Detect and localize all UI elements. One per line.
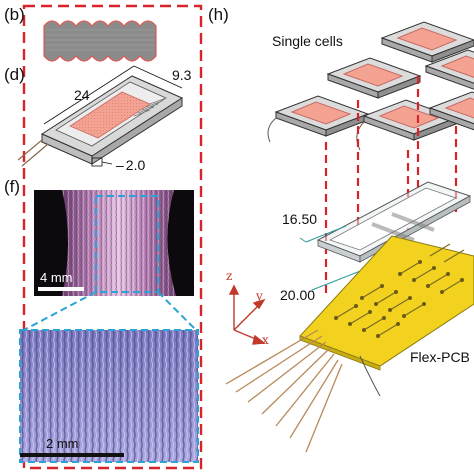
axis-label-x: x (262, 333, 269, 347)
wavy-textured-strip (43, 20, 157, 62)
dimension-spacing-x: 16.50 (282, 211, 318, 227)
scale-label-bottom: 2 mm (46, 436, 79, 451)
zoom-connector-left (23, 291, 97, 331)
dimension-spacing-y: 20.00 (280, 287, 316, 303)
zoom-region-box (95, 195, 159, 293)
optical-micrograph (34, 190, 194, 296)
single-cell-array (267, 21, 474, 151)
single-cell-device (17, 65, 184, 167)
left-panel-frame (22, 4, 203, 470)
pcb-leads (225, 329, 381, 453)
axes-triad (228, 284, 266, 345)
panel-label-f: (f) (4, 177, 21, 196)
panel-label-b: (b) (4, 5, 25, 24)
scale-label-top: 4 mm (40, 270, 73, 285)
panel-label-d: (d) (4, 65, 25, 84)
dimension-thickness: –2.0 (116, 157, 146, 173)
label-single-cells: Single cells (272, 33, 343, 49)
label-flex-pcb: Flex-PCB (410, 349, 470, 365)
scale-bar-bottom (20, 453, 124, 457)
axis-label-y: y (256, 289, 263, 303)
sem-micrograph (19, 329, 199, 463)
flex-pcb (299, 235, 474, 371)
dimension-length: 24 (74, 87, 90, 103)
axis-label-z: z (226, 269, 233, 283)
dimension-width: 9.3 (172, 67, 192, 83)
zoom-connector-right (157, 291, 197, 331)
panel-label-h: (h) (208, 5, 229, 24)
scale-bar-top (38, 287, 84, 291)
